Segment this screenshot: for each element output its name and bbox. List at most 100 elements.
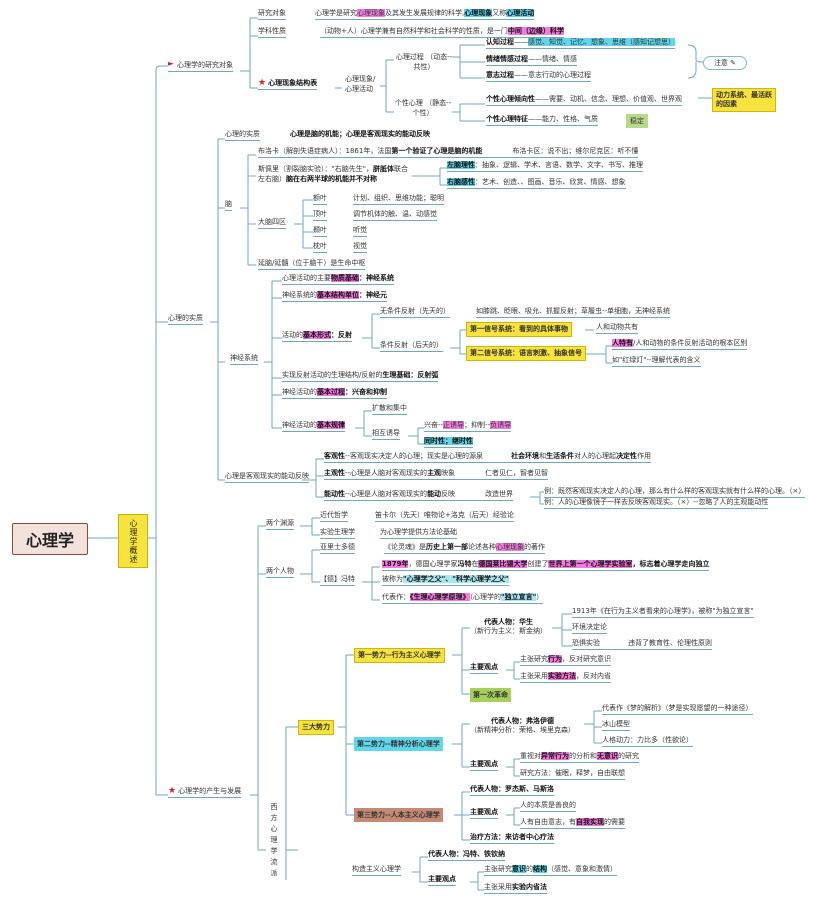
ns-basic-process: 神经活动的基本过程：兴奋和抑制 [282,388,387,399]
third-force-view-2: 人有自由意志，有自我实现的需要 [520,818,625,829]
lobe-occipital-desc: 视觉 [353,242,367,253]
note-callout[interactable]: 注意 ✎ [703,56,747,70]
induction-types: 兴奋--正诱导；抑制--负诱导 [424,421,512,432]
personality-traits: 个性心理特征——能力、性格、气质 [486,115,598,126]
objectivity: 客观性--客观现实决定人的心理；现实是心理的源泉社会环境和生活条件对人的心理起决… [324,452,652,463]
western-schools-label: 西方心理学流派 [270,803,278,877]
two-people-label: 两个人物 [266,567,294,578]
three-forces-label: 三大势力 [298,720,334,735]
ns-structural-unit: 神经系统的基本结构单位：神经元 [282,291,387,302]
watson-book: 1913年《在行为主义者看来的心理学》，被称"为独立宣言" [572,607,754,618]
subjectivity: 主观性--心理是人脑对客观现实的主观映象仁者见仁，智者见智 [324,469,549,480]
lobe-frontal: 额叶 [313,194,327,205]
first-force-view-1: 主张研究行为，反对研究意识 [520,655,611,666]
lobe-parietal-desc: 调节机体的触、温、动感觉 [353,210,437,221]
second-signal-example: 如"红绿灯"--理解代表的含义 [612,356,701,367]
will-process: 意志过程——意志行动的心理过程 [486,71,591,82]
research-object-topic[interactable]: 心理学的研究对象 [168,61,233,72]
aristotle-desc: 《论灵魂》是历史上第一部论述各种心理现象的著作 [384,543,545,554]
research-object-label: 研究对象 [258,9,286,20]
first-force[interactable]: 第一势力--行为主义心理学 [354,648,445,663]
source-physiology-desc: 为心理学提供方法论基础 [380,528,457,539]
ns-basic-form: 活动的基本形式：反射 [282,331,352,342]
fear-experiment: 恐惧实验违背了教育性、伦理性原则 [572,639,712,650]
root-title: 心理学 [25,531,74,550]
third-force[interactable]: 第三势力--人本主义心理学 [354,808,443,822]
right-brain: 右脑感性：艺术、创造、、图画、音乐、欣赏、情感、想象 [447,178,626,189]
wundt-work: 代表作：《生理心理学原理》（心理学的"独立宣言"） [382,593,544,604]
second-force[interactable]: 第二势力--精神分析心理学 [354,737,443,751]
emotion-process: 情绪情感过程——情绪、情感 [486,55,577,66]
broca-entry: 布洛卡（解剖失语症病人）：1861年，法国第一个验证了心理是脑的机能布洛卡区：说… [258,147,639,158]
conditioned-reflex: 条件反射（后天的） [380,341,443,352]
aristotle: 亚里士多德 [320,543,355,554]
first-signal-desc: 人和动物共有 [596,323,638,334]
four-lobes-label: 大脑四区 [258,218,286,229]
source-physiology: 实验生理学 [320,528,355,539]
second-signal-desc: 人特有/人和动物的条件反射活动的根本区别 [612,339,748,350]
note-icon: ✎ [730,59,737,67]
example-1: 例：既然客观现实决定人的心理，那么有什么样的客观现实就有什么样的心理。（×） [544,487,806,498]
sperry-entry: 斯佩里（割裂脑实验）："右脑先生"，胼胝体联合左右脑）脑在右两半球的机能并不对称 [258,165,408,183]
wundt: 【德】冯特 [320,575,355,586]
second-force-view-1: 重视对异常行为的分析和无意识的研究 [520,752,639,763]
mental-process-label: 心理过程 （动态--共性） [395,53,453,71]
structuralism-reps: 代表人物：冯特、铁钦纳 [428,850,505,861]
induction-timing: 同时性；继时性 [424,437,473,448]
first-force-views: 主要观点 [470,663,498,674]
environment-determinism: 环境决定论 [572,623,607,634]
stable-box: 稳定 [626,114,648,128]
rule-induction: 相互诱导 [372,429,400,440]
source-philosophy-desc: 笛卡尔（先天）唯物论+洛克（后天）经验论 [375,511,514,522]
ns-material-basis: 心理活动的主要物质基础：神经系统 [282,274,394,285]
phenomena-structure-topic[interactable]: ★心理现象结构表 [258,78,318,90]
unconditioned-reflex-examples: 如膝跳、眨眼、吸允、抓握反射；草履虫--单细胞，无神经系统 [476,307,671,318]
unconditioned-reflex: 无条件反射（先天的） [380,307,450,318]
flag-icon [168,62,174,66]
research-object-definition: 心理学是研究心理现象及其发生发展规律的科学,心理现象又称心理活动 [315,9,535,20]
second-signal-system: 第二信号系统：语言刺激、抽象信号 [466,346,586,361]
watson: 代表人物：华生（新行为主义：斯金纳） [470,618,547,635]
phenomena-label: 心理现象/ 心理活动 [345,75,376,93]
ns-basic-rule: 神经活动的基本规律 [282,421,345,432]
essence-sub-label: 心理的实质 [225,130,260,141]
second-force-views: 主要观点 [470,760,498,771]
lobe-frontal-desc: 计划、组织、思维功能；聪明 [353,194,444,205]
root-topic[interactable]: 心理学 [12,523,88,555]
rule-diffusion: 扩散和集中 [372,404,407,415]
lobe-parietal: 顶叶 [313,210,327,221]
initiative: 能动性--心理是人脑对客观现实的能动反映改造世界 [324,490,514,501]
first-revolution: 第一次革命 [470,688,511,702]
essence-statement: 心理是脑的机能；心理是客观现实的能动反映 [290,130,430,138]
third-force-view-1: 人的本质是善良的 [520,801,576,812]
third-force-therapy: 治疗方法：来访者中心疗法 [470,833,554,844]
first-signal-system: 第一信号系统：看到的具体事物 [466,322,572,337]
structuralism-views: 主要观点 [428,875,456,886]
rogers-maslow: 代表人物：罗杰斯、马斯洛 [470,785,554,796]
star-icon: ★ [258,78,267,88]
lobe-occipital: 枕叶 [313,242,327,253]
history-topic[interactable]: ★心理学的产生与发展 [168,786,242,798]
iceberg-model: 冰山模型 [602,720,630,731]
wundt-title: 被称为"心理学之父"、"科学心理学之父" [382,575,509,586]
personality-label: 个性心理 （静态--个性） [394,99,452,117]
second-force-view-2: 研究方法：催眠，释梦，自由联想 [520,769,625,780]
brain-stem: 延脑/延髓（位于脑干）是生命中枢 [258,259,366,270]
discipline-label: 学科性质 [258,27,286,38]
essence-topic[interactable]: 心理的实质 [168,314,203,325]
lobe-temporal: 颞叶 [313,226,327,237]
structuralism[interactable]: 构造主义心理学 [352,865,401,876]
structuralism-view-2: 主张采用实验内省法 [484,883,547,894]
source-philosophy: 近代哲学 [320,511,348,522]
cognition-process: 认知过程——感觉、知觉、记忆、想象、思维（感知记想思） [486,38,675,49]
personality-tendency: 个性心理倾向性——需要、动机、信念、理想、价值观、世界观 [486,95,682,106]
brain-label: 脑 [225,200,232,211]
star-icon: ★ [168,786,177,796]
structuralism-view-1: 主张研究意识的结构（感觉、意象和激情） [484,865,617,876]
lobe-temporal-desc: 听觉 [353,226,367,237]
libido: 人格动力：力比多（性欲论） [602,736,693,747]
dynamic-system-box: 动力系统、最活跃的因素 [712,88,776,112]
overview-label: 心理学概述 [129,518,138,564]
overview-topic[interactable]: 心理学概述 [118,514,148,568]
